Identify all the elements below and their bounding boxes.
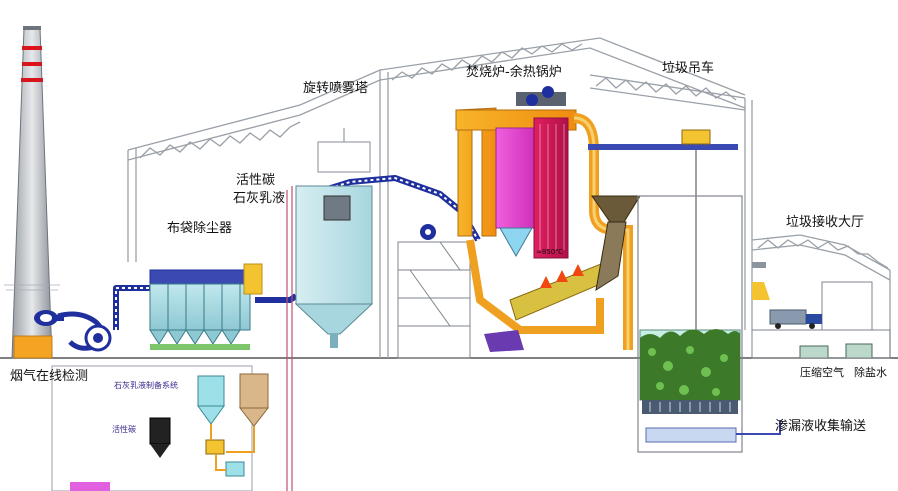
spray-tower bbox=[286, 185, 374, 491]
bag-filter bbox=[149, 263, 263, 350]
fan-motor bbox=[420, 224, 436, 240]
label-bag-filter: 布袋除尘器 bbox=[167, 221, 232, 236]
garbage-hall bbox=[751, 262, 891, 359]
label-demineralized-water: 除盐水 bbox=[854, 365, 887, 379]
label-lime-prep-system: 石灰乳液制备系统 bbox=[114, 380, 178, 390]
label-activated-carbon: 活性碳 bbox=[236, 173, 275, 188]
label-flue-gas-monitor: 烟气在线检测 bbox=[10, 368, 88, 384]
label-compressed-air: 压缩空气 bbox=[800, 365, 844, 379]
label-garbage-crane: 垃圾吊车 bbox=[662, 60, 714, 76]
label-leachate-transfer: 渗漏液收集输送 bbox=[775, 418, 866, 434]
chimney bbox=[4, 26, 60, 359]
lime-prep-system bbox=[51, 365, 270, 491]
label-spray-tower: 旋转喷雾塔 bbox=[303, 81, 368, 96]
label-activated-carbon-small: 活性碳 bbox=[112, 424, 136, 434]
label-lime-slurry: 石灰乳液 bbox=[233, 191, 285, 206]
label-garbage-hall: 垃圾接收大厅 bbox=[786, 214, 864, 230]
furnace-temp-label: ≈850℃ bbox=[536, 248, 563, 256]
waste-heat-boiler bbox=[455, 86, 641, 352]
label-incinerator-boiler: 焚烧炉-余热锅炉 bbox=[466, 64, 562, 80]
induced-draft-fan bbox=[34, 310, 112, 352]
garbage-pit bbox=[637, 195, 781, 453]
boiler-structure bbox=[397, 241, 471, 359]
